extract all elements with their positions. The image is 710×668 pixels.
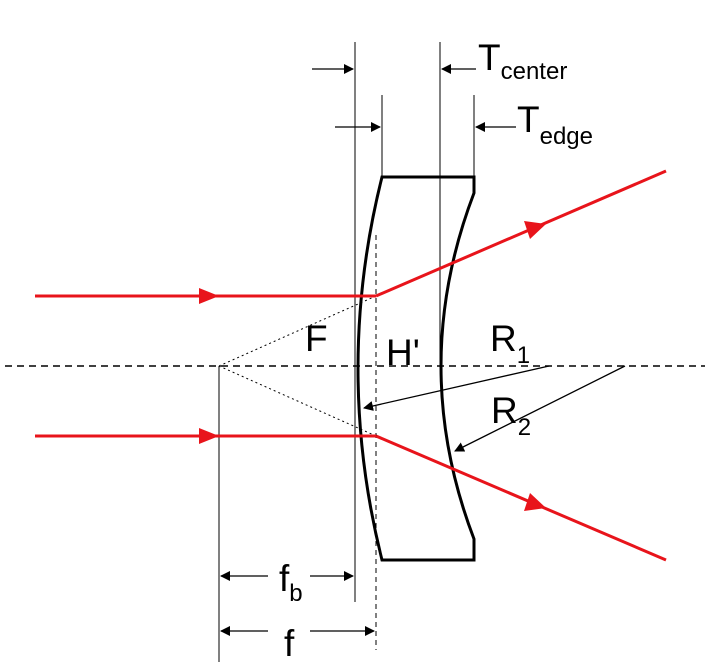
upper-outgoing-ray — [375, 169, 667, 298]
r2-radius-arrow — [454, 365, 626, 452]
focal-point-label: F — [305, 318, 328, 359]
r1-label: R1 — [490, 318, 530, 369]
ray-arrowhead-upper-in — [199, 288, 219, 304]
ray-arrowhead-upper-out — [524, 221, 546, 239]
virtual-ray-lower — [218, 365, 377, 437]
r2-label: R2 — [491, 390, 531, 441]
t-center-label: Tcenter — [478, 37, 567, 85]
meniscus-lens — [356, 175, 476, 562]
ray-arrowhead-lower-in — [199, 428, 219, 444]
focal-length-label: f — [284, 623, 295, 664]
ray-arrowhead-lower-out — [524, 493, 546, 511]
virtual-ray-upper — [218, 295, 377, 367]
principal-point-label: H' — [386, 332, 420, 373]
lower-outgoing-ray — [375, 434, 667, 562]
t-edge-label: Tedge — [517, 99, 593, 150]
r1-radius-arrow — [363, 365, 550, 411]
back-focal-length-label: fb — [279, 558, 303, 607]
